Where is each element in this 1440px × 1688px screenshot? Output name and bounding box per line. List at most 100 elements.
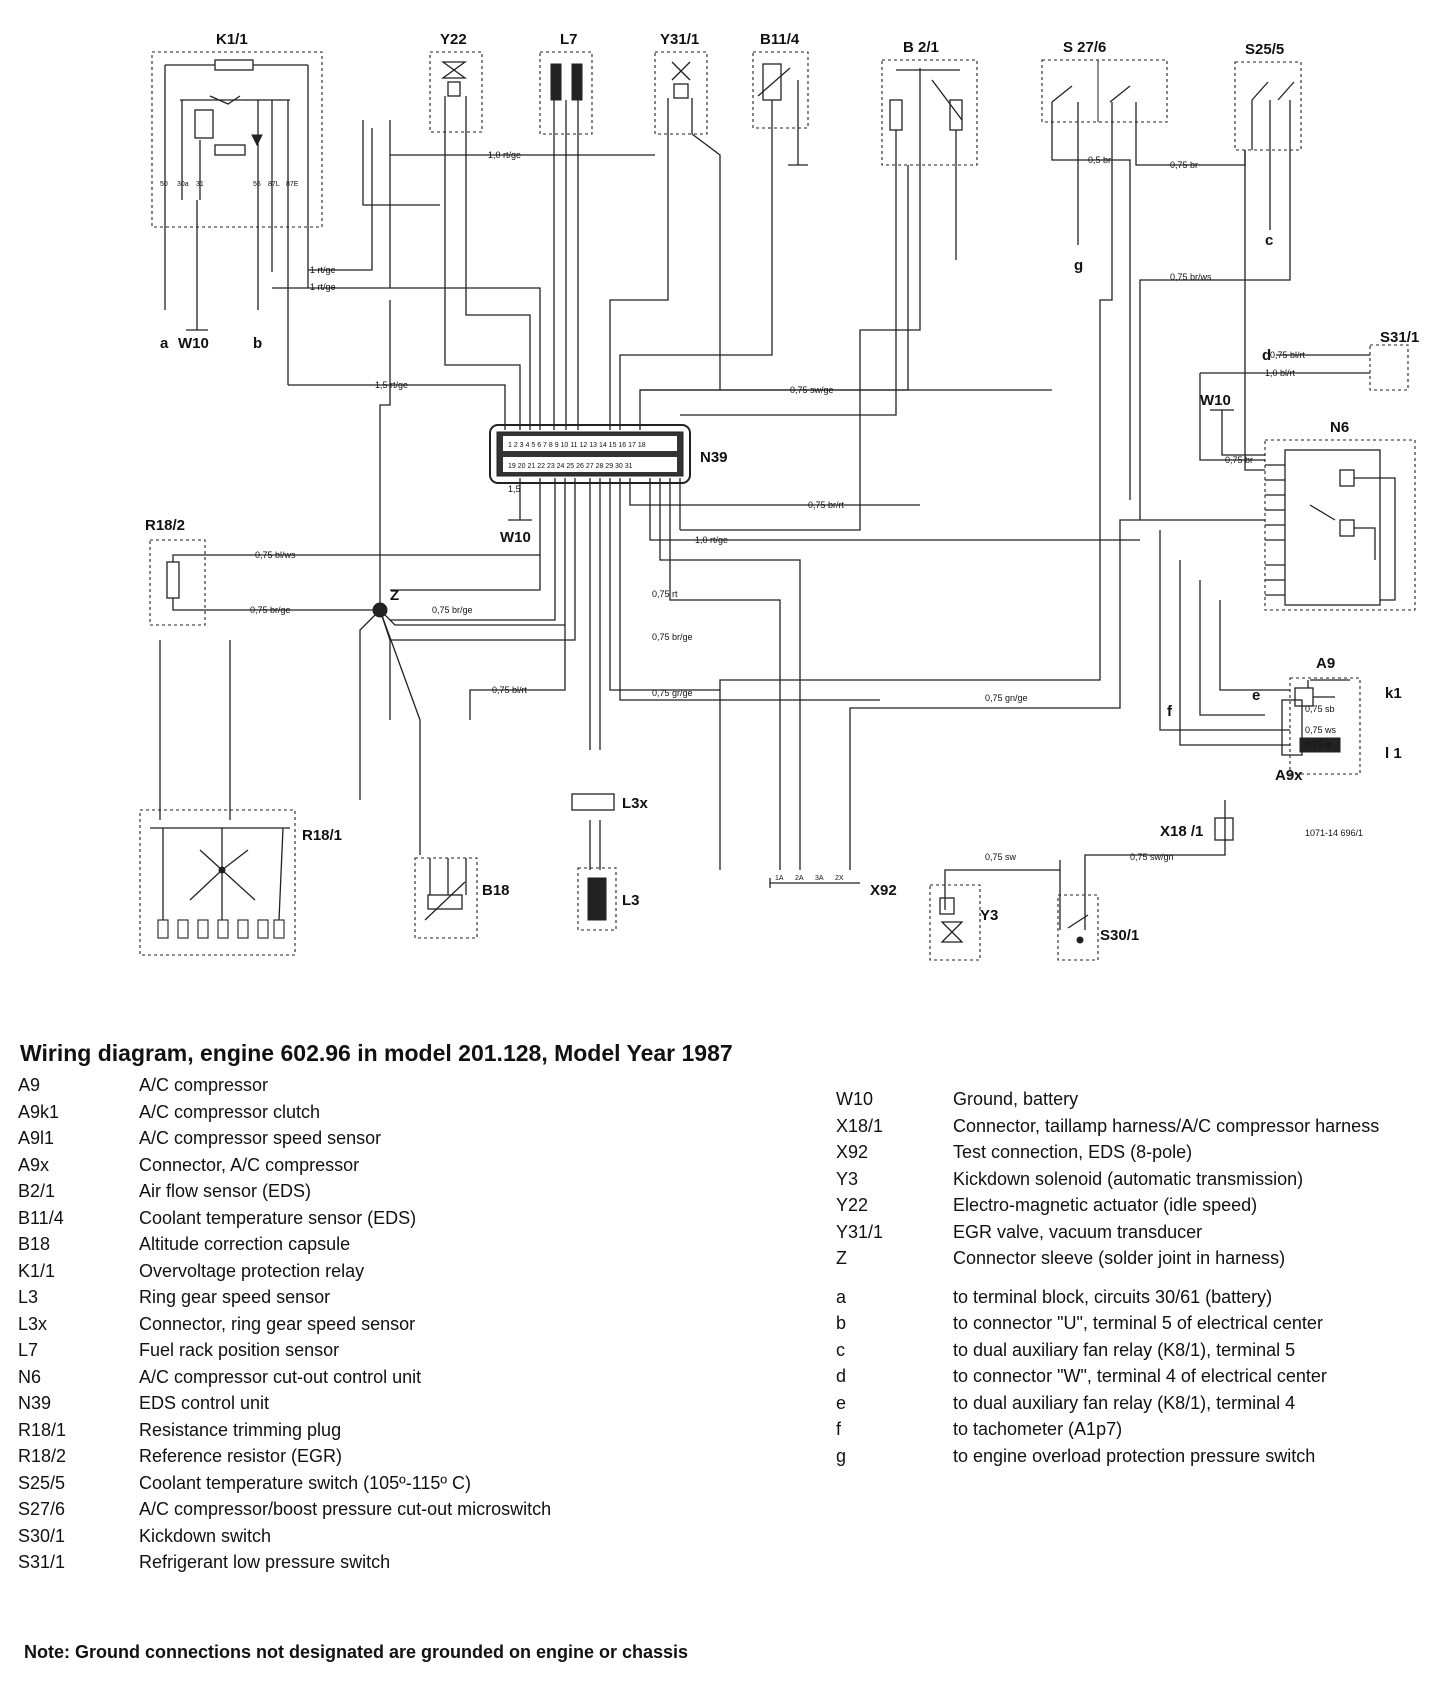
legend-code: L3x xyxy=(18,1313,48,1334)
legend-code: b xyxy=(836,1313,847,1333)
legend-code: f xyxy=(836,1419,842,1439)
legend-code: B2/1 xyxy=(18,1181,56,1201)
svg-text:0,75 br: 0,75 br xyxy=(1225,455,1253,465)
svg-text:0,75 br/ge: 0,75 br/ge xyxy=(250,605,291,615)
l3-sensor xyxy=(577,867,617,931)
legend-description: Kickdown solenoid (automatic transmissio… xyxy=(953,1168,1304,1189)
legend-description: Kickdown switch xyxy=(139,1525,272,1546)
legend-row: R18/2 Reference resistor (EGR) xyxy=(18,1443,618,1470)
label-s31-1: S31/1 xyxy=(1380,329,1419,346)
label-b18: B18 xyxy=(482,882,510,899)
label-w10-c: W10 xyxy=(1200,392,1231,409)
label-b2-1: B 2/1 xyxy=(903,39,939,56)
svg-text:0,75 bl/rt: 0,75 bl/rt xyxy=(492,685,528,695)
svg-text:0,75 bl/rt: 0,75 bl/rt xyxy=(1270,350,1306,360)
label-terminal-d: d xyxy=(1262,347,1271,364)
s25-5-temp-switch xyxy=(1234,61,1302,151)
s30-1-kickdown-switch xyxy=(1057,894,1099,961)
legend-description: Connector, ring gear speed sensor xyxy=(139,1313,416,1334)
legend-description: Connector, A/C compressor xyxy=(139,1154,360,1175)
legend-description: to terminal block, circuits 30/61 (batte… xyxy=(953,1286,1273,1307)
svg-text:0,75 sw: 0,75 sw xyxy=(985,852,1017,862)
svg-text:0,75 gn/ge: 0,75 gn/ge xyxy=(985,693,1028,703)
legend-description: Air flow sensor (EDS) xyxy=(139,1181,312,1201)
legend-row: S27/6 A/C compressor/boost pressure cut-o… xyxy=(18,1496,618,1523)
legend-code: R18/1 xyxy=(18,1419,67,1440)
svg-text:1,0 rt/ge: 1,0 rt/ge xyxy=(695,535,728,545)
ref-number: 1071-14 696/1 xyxy=(1305,828,1363,838)
svg-text:0,75 br/ge: 0,75 br/ge xyxy=(432,605,473,615)
svg-text:1 rt/ge: 1 rt/ge xyxy=(310,265,336,275)
legend-description: Altitude correction capsule xyxy=(139,1234,351,1254)
svg-text:19 20 21 22 23 24 25 26 27 28: 19 20 21 22 23 24 25 26 27 28 29 30 31 xyxy=(508,463,633,470)
wire-labels: 1,0 rt/ge 1 rt/ge 1 rt/ge 1,5 rt/ge 0,75… xyxy=(250,150,1337,862)
legend-description: Reference resistor (EGR) xyxy=(139,1446,343,1466)
svg-text:87E: 87E xyxy=(286,181,299,188)
legend-description: EGR valve, vacuum transducer xyxy=(953,1221,1203,1242)
label-l3x: L3x xyxy=(622,795,649,812)
legend-description: Overvoltage protection relay xyxy=(139,1260,365,1281)
wire-harness xyxy=(159,120,1409,930)
legend-code: L3 xyxy=(18,1287,39,1307)
label-n39: N39 xyxy=(700,449,728,466)
label-a9x: A9x xyxy=(1275,767,1303,784)
label-k1: k1 xyxy=(1385,685,1402,702)
svg-text:1,0 bl/rt: 1,0 bl/rt xyxy=(1265,368,1296,378)
l3x-connector xyxy=(571,793,615,811)
legend-code: A9x xyxy=(18,1154,50,1175)
legend-description: to dual auxiliary fan relay (K8/1), term… xyxy=(953,1339,1296,1360)
legend-code: d xyxy=(836,1366,847,1386)
label-l7: L7 xyxy=(560,31,578,48)
label-terminal-e: e xyxy=(1252,687,1260,704)
legend-code: S27/6 xyxy=(18,1499,66,1519)
svg-text:87L: 87L xyxy=(268,181,280,188)
legend-code: X18/1 xyxy=(836,1115,884,1136)
svg-text:0,75 sw/ge: 0,75 sw/ge xyxy=(790,385,834,395)
n6-cutout-unit xyxy=(1264,439,1416,611)
legend-code: B18 xyxy=(18,1234,51,1254)
legend-row: A9 A/C compressor xyxy=(18,1072,618,1099)
svg-text:2A: 2A xyxy=(795,875,804,882)
legend-code: W10 xyxy=(836,1089,874,1109)
legend-description: to connector "W", terminal 4 of electric… xyxy=(953,1366,1327,1386)
legend-row: W10 Ground, battery xyxy=(836,1086,1436,1113)
legend-code: L7 xyxy=(18,1340,39,1360)
legend-description: A/C compressor/boost pressure cut-out mi… xyxy=(139,1499,552,1519)
z-connector-sleeve xyxy=(372,602,388,618)
label-w10-b: W10 xyxy=(500,529,531,546)
label-s30-1: S30/1 xyxy=(1100,927,1139,944)
label-r18-2: R18/2 xyxy=(145,517,185,534)
label-terminal-a: a xyxy=(160,335,169,352)
svg-text:31: 31 xyxy=(196,181,204,188)
legend-description: to engine overload protection pressure s… xyxy=(953,1445,1316,1466)
legend-description: Ground, battery xyxy=(953,1089,1079,1109)
svg-text:1A: 1A xyxy=(775,875,784,882)
legend-code: c xyxy=(836,1339,845,1360)
legend-description: Resistance trimming plug xyxy=(139,1419,342,1440)
a9-compressor xyxy=(1289,677,1361,775)
svg-text:3A: 3A xyxy=(815,875,824,882)
legend-row: g to engine overload protection pressure … xyxy=(836,1443,1436,1470)
label-terminal-c: c xyxy=(1265,232,1273,249)
legend-description: A/C compressor xyxy=(139,1075,269,1095)
legend-code: A9 xyxy=(18,1075,41,1095)
legend-code: R18/2 xyxy=(18,1446,67,1466)
legend-code: g xyxy=(836,1445,847,1466)
legend-code: S25/5 xyxy=(18,1472,66,1493)
legend-row: B18 Altitude correction capsule xyxy=(18,1231,618,1258)
legend-description: A/C compressor cut-out control unit xyxy=(139,1366,422,1387)
legend-code: Y31/1 xyxy=(836,1221,884,1242)
label-s27-6: S 27/6 xyxy=(1063,39,1106,56)
r18-2-resistor xyxy=(149,539,206,626)
legend-description: Connector sleeve (solder joint in harnes… xyxy=(953,1248,1286,1268)
label-k1-1: K1/1 xyxy=(216,31,248,48)
svg-text:0,75 sw/gn: 0,75 sw/gn xyxy=(1130,852,1174,862)
